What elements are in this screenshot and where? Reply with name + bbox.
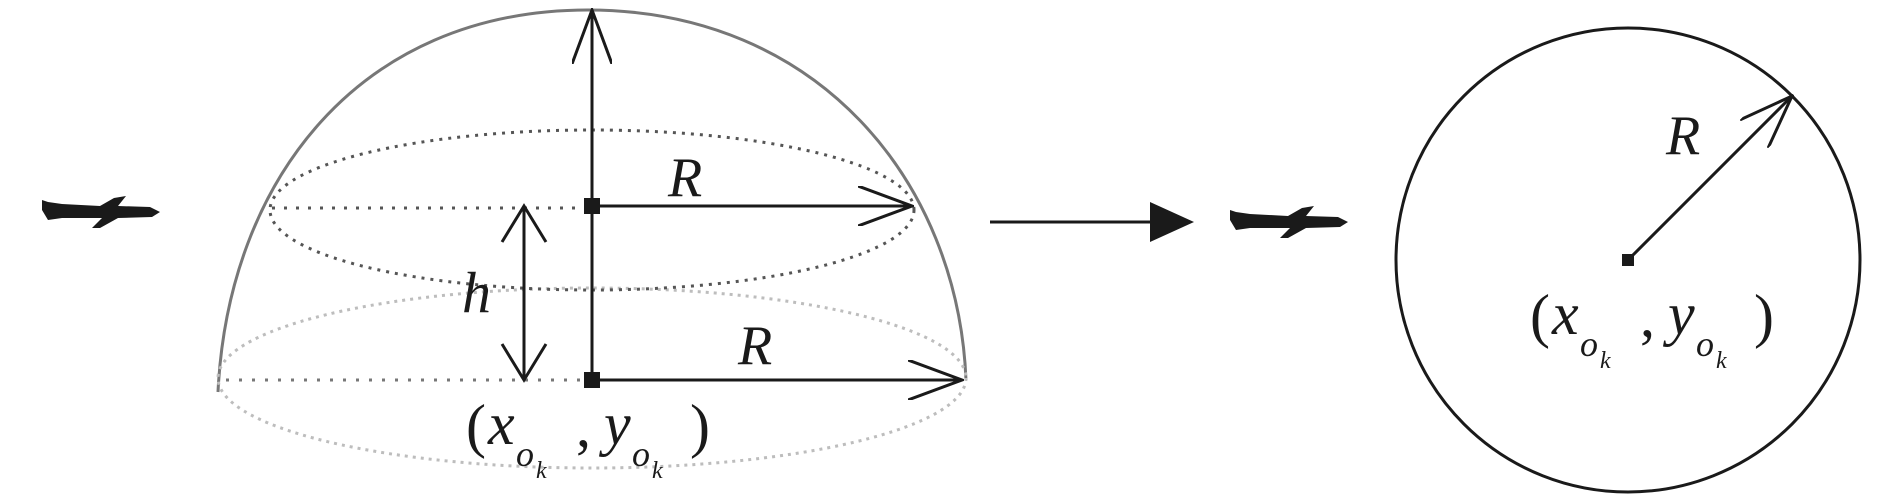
svg-text:(: (	[466, 393, 486, 459]
svg-text:k: k	[1600, 348, 1611, 374]
svg-text:y: y	[1662, 281, 1695, 347]
svg-text:,: ,	[1640, 283, 1655, 349]
height-arrow-top-head	[500, 203, 548, 243]
hemisphere-top-radius-label: R	[667, 147, 702, 209]
svg-text:k: k	[1716, 348, 1727, 374]
svg-text:k: k	[536, 458, 547, 484]
hemisphere: R R h ( x o k , y o k )	[216, 10, 968, 484]
cross-section-center-point	[584, 198, 600, 214]
svg-text:y: y	[598, 391, 631, 457]
height-label: h	[462, 260, 491, 325]
circle-outline	[1394, 26, 1862, 494]
projected-circle: R ( x o k , y o k )	[1394, 26, 1862, 494]
svg-text:o: o	[1580, 324, 1598, 364]
svg-text:): )	[690, 393, 710, 459]
left-aircraft	[42, 196, 160, 228]
svg-text:x: x	[1551, 281, 1579, 347]
circle-radius-arrow	[1626, 96, 1792, 262]
circle-radius-label: R	[1665, 105, 1700, 167]
base-ellipse	[216, 286, 968, 470]
circle-center-point	[1622, 254, 1634, 266]
aircraft-icon	[1230, 206, 1348, 238]
hemisphere-base-radius-label: R	[737, 315, 772, 377]
svg-text:k: k	[652, 458, 663, 484]
svg-text:(: (	[1530, 283, 1550, 349]
circle-center-coordinates: ( x o k , y o k )	[1530, 281, 1774, 374]
hemisphere-center-coordinates: ( x o k , y o k )	[466, 391, 710, 484]
right-aircraft	[1230, 206, 1348, 238]
arrow-right-icon	[990, 202, 1194, 242]
svg-text:): )	[1754, 283, 1774, 349]
aircraft-icon	[42, 196, 160, 228]
svg-text:,: ,	[576, 393, 591, 459]
base-center-point	[584, 372, 600, 388]
svg-text:x: x	[487, 391, 515, 457]
svg-text:o: o	[632, 434, 650, 474]
svg-text:o: o	[1696, 324, 1714, 364]
height-arrow-bottom-head	[500, 343, 548, 383]
svg-text:o: o	[516, 434, 534, 474]
